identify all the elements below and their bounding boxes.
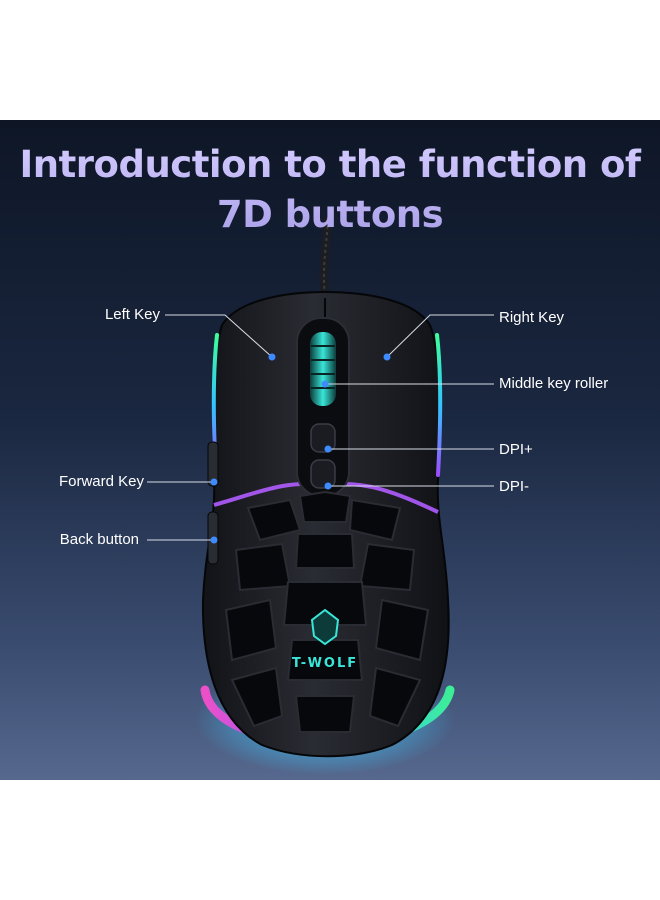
forward-key-pointer-icon — [210, 478, 218, 486]
forward-key-label: Forward Key — [58, 473, 144, 490]
middle-roller-pointer-icon — [321, 380, 329, 388]
dpi-plus-label: DPI+ — [499, 441, 533, 458]
back-button-pointer-icon — [210, 536, 218, 544]
leader-left-key — [165, 314, 273, 358]
back-button-label: Back button — [59, 531, 139, 548]
dpi-minus-pointer-icon — [324, 482, 332, 490]
product-feature-panel: T-WOLF Introduction to the function of 7… — [0, 120, 660, 780]
callout-leader-lines — [147, 314, 494, 541]
panel-title: Introduction to the function of 7D butto… — [0, 140, 660, 240]
dpi-minus-label: DPI- — [499, 478, 529, 495]
left-key-pointer-icon — [268, 353, 276, 361]
rgb-strip-right — [435, 333, 443, 477]
right-key-label: Right Key — [499, 309, 565, 326]
pointer-dots — [210, 353, 391, 544]
right-key-pointer-icon — [383, 353, 391, 361]
dpi-plus-button — [310, 423, 336, 453]
dpi-minus-button — [310, 459, 336, 489]
honeycomb-shell — [224, 490, 430, 733]
leader-right-key — [386, 314, 494, 358]
left-key-label: Left Key — [104, 306, 160, 323]
dpi-plus-pointer-icon — [324, 445, 332, 453]
scroll-wheel — [310, 332, 336, 406]
wolf-logo-emblem — [310, 608, 340, 646]
middle-key-roller-label: Middle key roller — [499, 375, 609, 392]
brand-logo-text: T-WOLF — [292, 656, 358, 671]
gaming-mouse-illustration: T-WOLF — [147, 215, 494, 775]
forward-side-button — [207, 441, 219, 487]
